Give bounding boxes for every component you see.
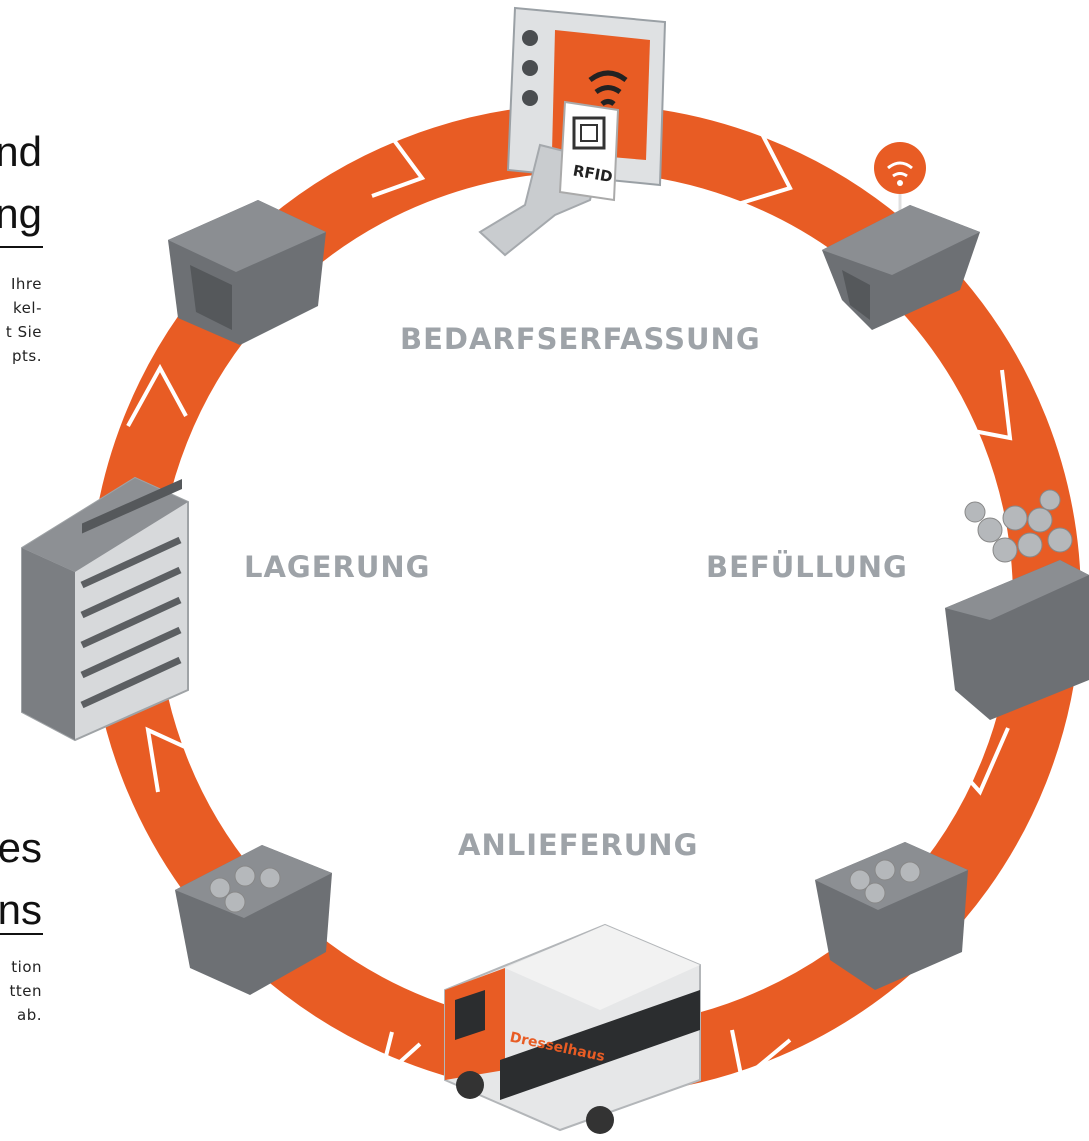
heading-fragment-1: nd [0, 128, 42, 175]
body-fragment: ab. [17, 1006, 42, 1024]
body-fragment: Ihre [11, 275, 42, 293]
truck-icon [444, 923, 701, 1134]
body-fragment: tion [11, 958, 42, 976]
bin-icon [945, 489, 1089, 720]
heading-fragment-2: ng [0, 190, 42, 237]
stage-label-anlieferung: ANLIEFERUNG [458, 828, 699, 862]
heading-fragment-3: es [0, 824, 42, 871]
rfid-reader-icon [478, 6, 667, 257]
body-fragment: kel- [13, 299, 42, 317]
body-fragment: pts. [12, 347, 42, 365]
stage-label-lagerung: LAGERUNG [244, 550, 431, 584]
wifi-signal-icon [874, 142, 926, 250]
stage-label-befuellung: BEFÜLLUNG [706, 550, 908, 584]
chevron-icon [942, 727, 1010, 796]
shelf-icon [21, 476, 189, 742]
chevron-icon [145, 726, 197, 793]
chevron-icon [737, 129, 793, 206]
stage-label-bedarfserfassung: BEDARFSERFASSUNG [400, 322, 761, 356]
bin-icon [175, 845, 332, 995]
chevron-icon [126, 363, 188, 427]
chevron-icon [376, 1031, 422, 1086]
bin-icon [168, 200, 326, 345]
body-fragment: t Sie [5, 323, 42, 341]
bin-icon [815, 842, 968, 990]
ring-chevrons [126, 122, 1013, 1086]
chevron-icon [957, 369, 1013, 441]
body-fragment: tten [9, 982, 42, 1000]
chevron-icon [730, 1029, 792, 1084]
chevron-icon [371, 122, 426, 198]
bin-icon [822, 205, 980, 330]
heading-rule [0, 246, 43, 248]
heading-fragment-4: ns [0, 886, 42, 933]
heading-rule [0, 933, 43, 935]
